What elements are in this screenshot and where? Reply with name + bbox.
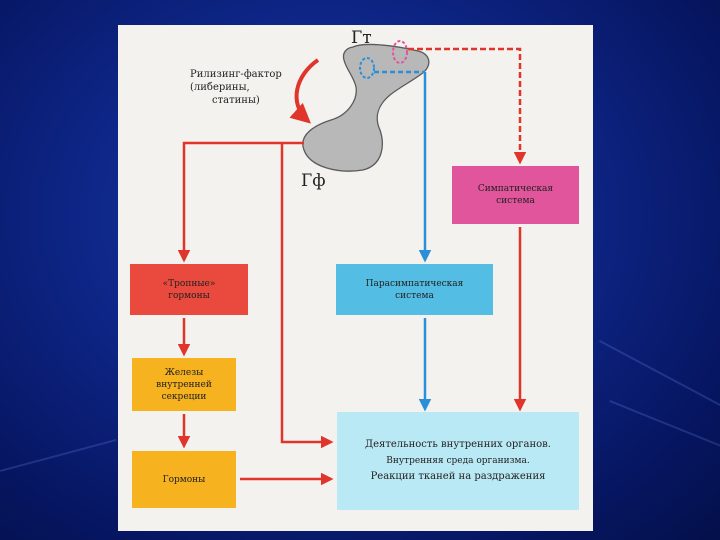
organs-line1: Деятельность внутренних органов.: [364, 439, 551, 450]
tropic-line2: гормоны: [168, 290, 210, 301]
pituitary-label: Гф: [301, 171, 326, 191]
diagram-panel: Гт Гф Рилизинг-фактор (либерины, статины…: [118, 25, 593, 531]
connector-gf-to-organs: [280, 143, 334, 449]
hypothalamus-nucleus-magenta: [392, 40, 408, 64]
background-streak: [609, 400, 720, 451]
connector-gt-to-sympathetic: [408, 47, 527, 165]
tropic-hormones-box: «Тропные» гормоны: [130, 264, 248, 315]
hormones-box: Гормоны: [132, 451, 236, 508]
background-streak: [599, 340, 720, 408]
internal-organs-box: Деятельность внутренних органов. Внутрен…: [337, 412, 579, 510]
sympathetic-system-box: Симпатическая система: [452, 166, 579, 224]
glands-line3: секреции: [161, 391, 207, 402]
releasing-factor-line3: статины): [212, 95, 260, 106]
releasing-factor-line2: (либерины,: [190, 82, 250, 93]
background-streak: [0, 438, 117, 472]
glands-line1: Железы: [164, 367, 204, 378]
releasing-factor-line1: Рилизинг-фактор: [190, 69, 282, 80]
glands-line2: внутренней: [156, 379, 212, 390]
hypothalamus-label: Гт: [351, 28, 372, 48]
organs-line2: Внутренняя среда организма.: [386, 456, 530, 466]
sympathetic-line2: система: [496, 196, 535, 206]
hormones-line1: Гормоны: [162, 474, 206, 485]
hypothalamus-nucleus-blue: [359, 57, 375, 79]
parasympathetic-line1: Парасимпатическая: [365, 278, 464, 289]
tropic-line1: «Тропные»: [162, 278, 216, 289]
organs-line3: Реакции тканей на раздражения: [370, 471, 546, 482]
parasympathetic-line2: система: [395, 290, 434, 301]
endocrine-glands-box: Железы внутренней секреции: [132, 358, 236, 411]
connectors-layer: [177, 40, 527, 486]
parasympathetic-system-box: Парасимпатическая система: [336, 264, 493, 315]
releasing-factor-arrow: [289, 58, 320, 124]
sympathetic-line1: Симпатическая: [477, 184, 554, 194]
connector-gf-to-tropic: [177, 141, 304, 263]
hypothalamus-pituitary-shape: [302, 43, 430, 172]
